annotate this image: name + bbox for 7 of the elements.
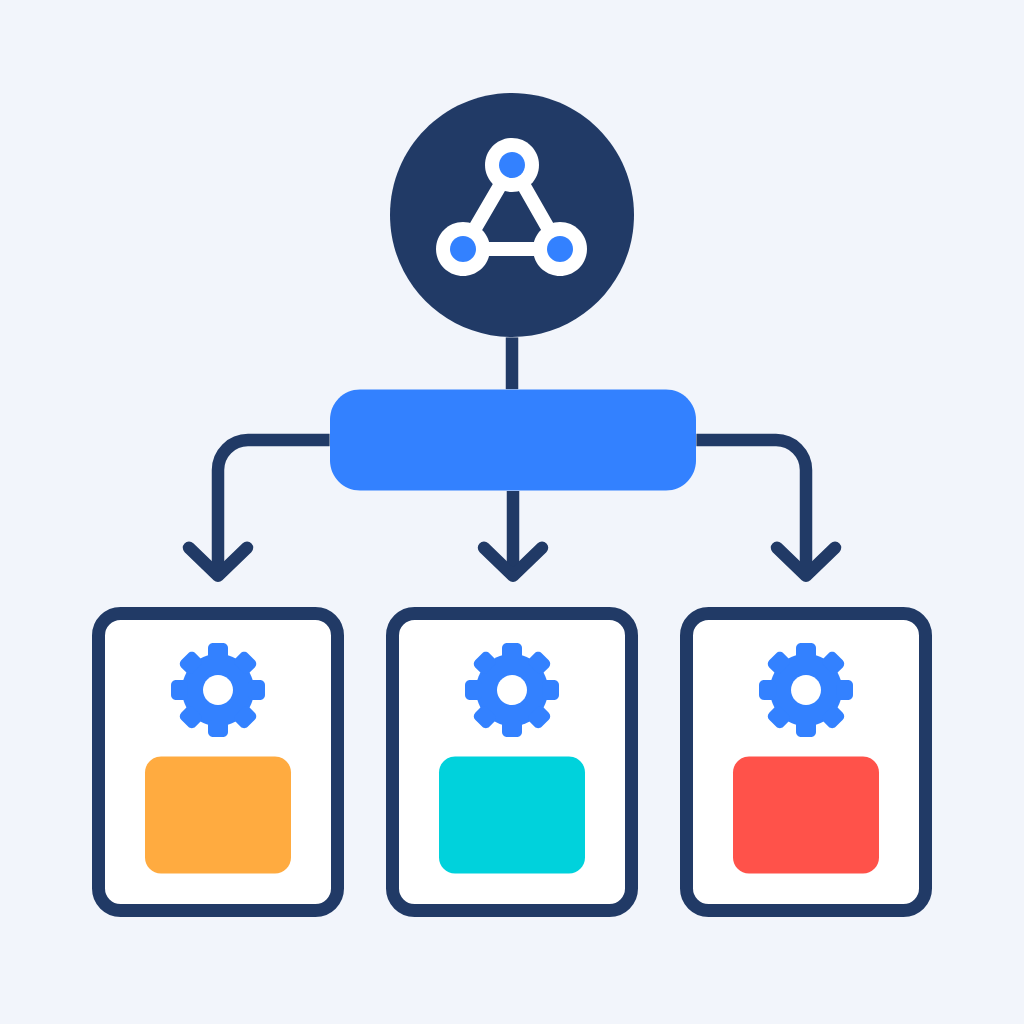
content-block bbox=[733, 756, 879, 874]
content-block bbox=[439, 756, 585, 874]
arrow bbox=[696, 433, 842, 582]
process-bar bbox=[330, 389, 696, 491]
content-block bbox=[145, 756, 291, 874]
connector-line bbox=[505, 337, 519, 390]
arrow bbox=[182, 433, 330, 582]
